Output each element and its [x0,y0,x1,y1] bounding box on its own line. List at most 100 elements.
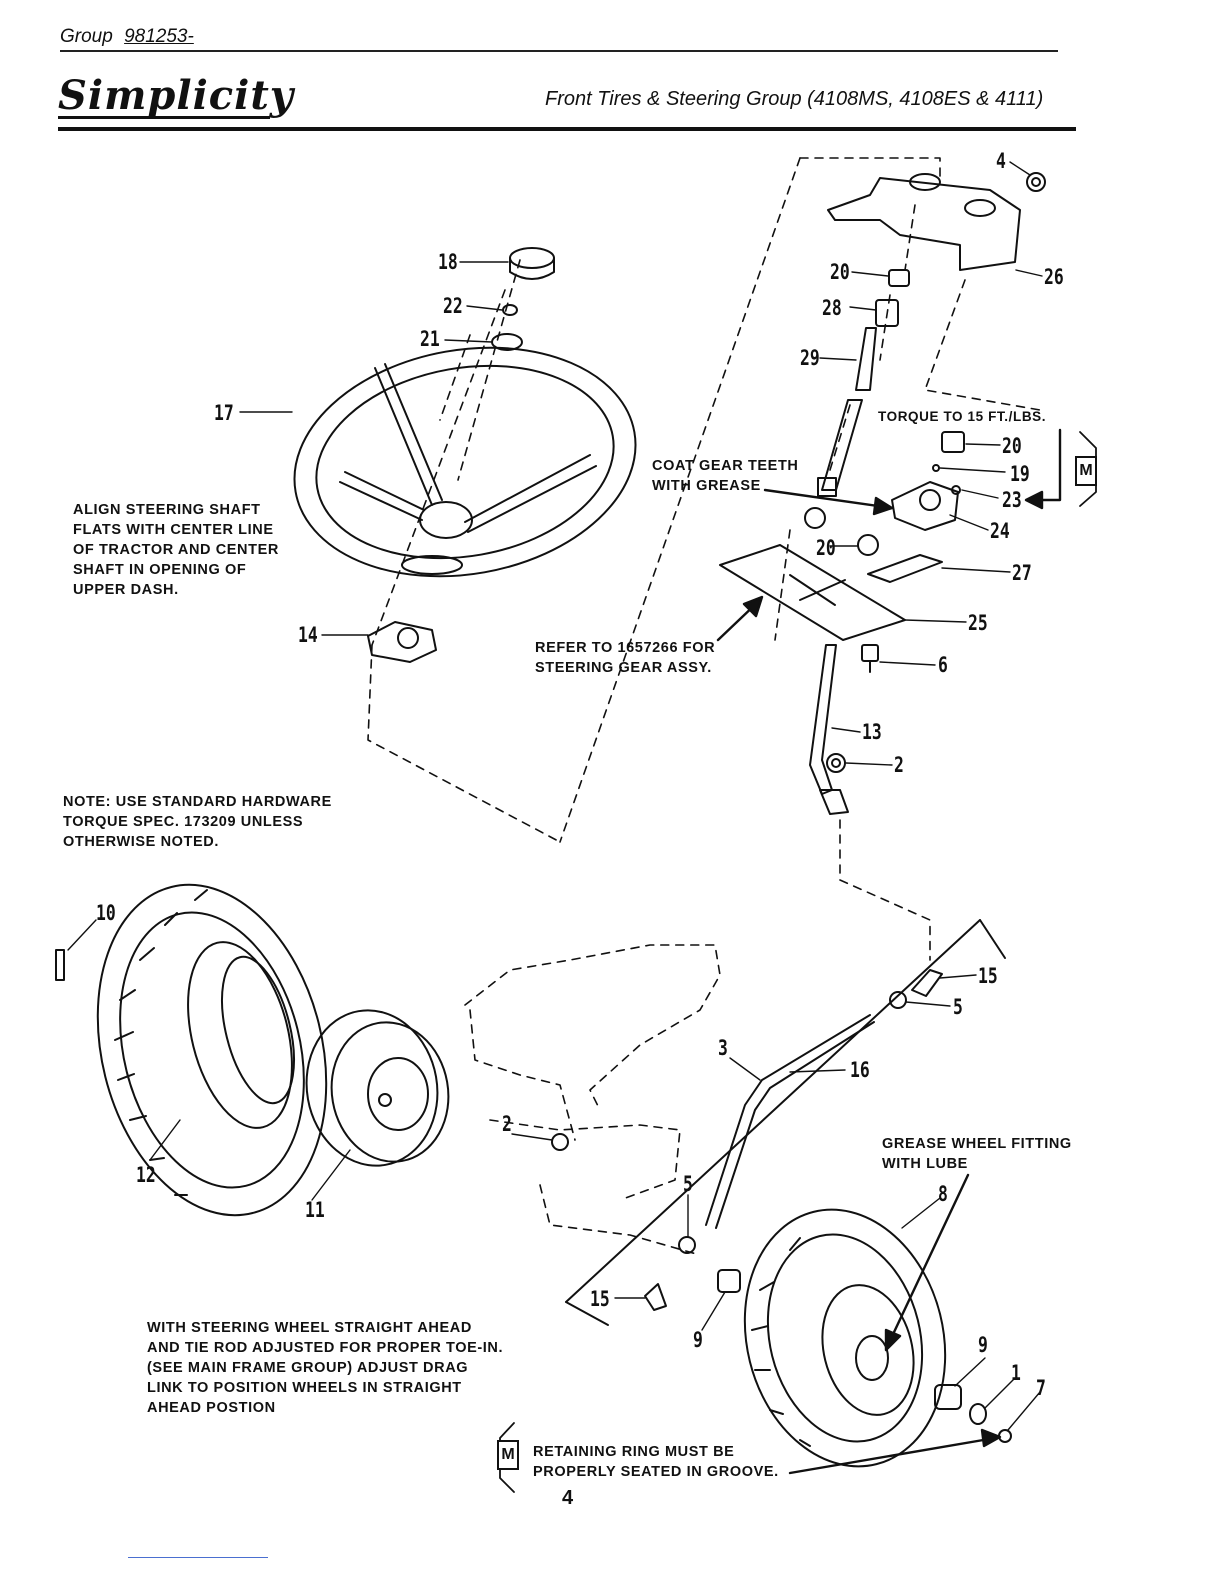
note-straight-ahead: WITH STEERING WHEEL STRAIGHT AHEAD AND T… [147,1320,504,1416]
callout-1: 1 [1011,1361,1021,1385]
callout-4: 4 [996,149,1006,173]
page-title: Front Tires & Steering Group (4108MS, 41… [545,88,1044,110]
arrow-coat-gear [763,488,894,516]
horn-cap-part [509,247,555,280]
footer-rule [128,1557,268,1558]
drag-link-part [809,644,849,815]
group-number: 981253- [124,26,194,47]
steering-wheel-part [293,346,637,578]
note-coat-gear: COAT GEAR TEETH WITH GREASE [652,458,799,494]
callout-15-lower: 15 [590,1287,610,1311]
callout-22: 22 [443,294,463,318]
callout-26: 26 [1044,265,1064,289]
header-rule [60,50,1058,52]
note-refer-assy: REFER TO 1657266 FOR STEERING GEAR ASSY. [535,640,716,676]
steering-shaft-part [817,399,863,497]
ring-7 [998,1429,1012,1443]
group-label: Group [60,26,113,47]
mount-plate-part [719,544,906,641]
note-standard-hardware: NOTE: USE STANDARD HARDWARE TORQUE SPEC.… [63,794,332,850]
nut-5a [889,991,907,1009]
bushing-9b [934,1384,962,1410]
flange-bearing-part [367,621,437,663]
callout-20-upper: 20 [830,260,850,284]
callout-2-lower: 2 [502,1112,512,1136]
arrow-torque-bracket [1024,428,1062,510]
callout-5-lower: 5 [683,1172,693,1196]
nut-2a [826,753,846,773]
brand-logo: Simplicity [58,72,295,119]
note-grease-wheel: GREASE WHEEL FITTING WITH LUBE [882,1136,1072,1172]
callout-21: 21 [420,327,440,351]
callout-29: 29 [800,346,820,370]
assembly-dashed-lines [367,157,1041,1256]
callout-28: 28 [822,296,842,320]
nut-5b [678,1236,696,1254]
tie-rod-leader-start [565,1301,609,1326]
callout-19: 19 [1010,462,1030,486]
bushing-20a [888,269,910,287]
ball-joint-15a [911,969,943,997]
bushing-28 [875,299,899,327]
wheel-rim-part [305,1009,450,1167]
callout-24: 24 [990,519,1010,543]
bolt-6 [861,644,879,673]
callout-8: 8 [938,1182,948,1206]
brand-underline [58,116,270,119]
callout-16: 16 [850,1058,870,1082]
nut-2b [551,1133,569,1151]
washer-22 [502,304,518,316]
m-marker-top: M [1075,456,1097,486]
callout-6: 6 [938,653,948,677]
callout-10: 10 [96,901,116,925]
callout-3: 3 [718,1036,728,1060]
arrow-refer [716,595,764,642]
callout-18: 18 [438,250,458,274]
callout-20-gear: 20 [1002,434,1022,458]
nut-4 [1026,172,1046,192]
bracket-27 [867,554,943,583]
page-number: 4 [562,1487,574,1509]
callout-14: 14 [298,623,318,647]
upper-bracket-part [827,173,1021,271]
valve-10 [55,949,65,981]
note-align-shaft: ALIGN STEERING SHAFT FLATS WITH CENTER L… [73,502,279,598]
bearing-20c-b [857,534,879,556]
callout-2-upper: 2 [894,753,904,777]
bearing-20c-a [804,507,826,529]
callout-20-bearing: 20 [816,536,836,560]
leader-lines [67,161,1043,1431]
callout-13: 13 [862,720,882,744]
ball-joint-15b [644,1283,667,1311]
callout-15-upper: 15 [978,964,998,988]
shaft-29 [855,327,877,391]
note-torque: TORQUE TO 15 FT./LBS. [878,409,1047,424]
tire-small-part [743,1208,947,1468]
group-header: Group 981253- [60,26,194,48]
key-19 [932,464,940,472]
callout-11: 11 [305,1198,325,1222]
bushing-9a [717,1269,741,1293]
washer-1 [969,1403,987,1425]
m-marker-bottom: M [497,1440,519,1470]
callout-25: 25 [968,611,988,635]
callout-5-upper: 5 [953,995,963,1019]
tie-rod-leader-end [979,919,1006,959]
arrow-grease-wheel [884,1173,970,1352]
tire-large-part [96,883,328,1217]
callout-27: 27 [1012,561,1032,585]
tie-rod-leader [565,919,981,1303]
callout-7: 7 [1036,1376,1046,1400]
callout-9-left: 9 [693,1328,703,1352]
ball-23 [951,485,961,495]
arrow-retaining-ring [788,1428,1002,1475]
callout-9-right: 9 [978,1333,988,1357]
title-rule [58,127,1076,131]
steering-gear-part [891,481,959,531]
callout-12: 12 [136,1163,156,1187]
note-retaining-ring: RETAINING RING MUST BE PROPERLY SEATED I… [533,1444,779,1480]
callout-23: 23 [1002,488,1022,512]
callout-17: 17 [214,401,234,425]
bushing-20b [941,431,965,453]
